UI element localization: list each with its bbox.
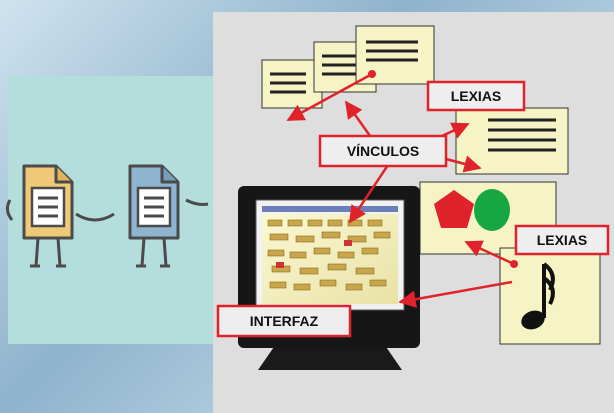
text-card-1 bbox=[261, 59, 323, 109]
arrow-to-card-1 bbox=[286, 72, 373, 122]
right-document-icon bbox=[128, 164, 209, 268]
shapes-card bbox=[419, 181, 557, 255]
label-lexias-top-text: LEXIAS bbox=[451, 88, 502, 104]
label-interfaz-text: INTERFAZ bbox=[250, 313, 319, 329]
label-vinculos: VÍNCULOS bbox=[318, 134, 448, 168]
label-interfaz: INTERFAZ bbox=[216, 304, 352, 338]
music-note-icon bbox=[521, 262, 555, 330]
left-document-icon bbox=[5, 164, 74, 268]
text-card-4 bbox=[455, 107, 569, 175]
label-lexias-right: LEXIAS bbox=[514, 224, 610, 256]
circle-icon bbox=[474, 189, 510, 231]
label-vinculos-text: VÍNCULOS bbox=[347, 143, 419, 159]
monitor-screen bbox=[262, 214, 398, 304]
pentagon-icon bbox=[434, 190, 474, 228]
handshake-arms bbox=[75, 212, 115, 222]
label-lexias-top: LEXIAS bbox=[426, 80, 526, 112]
arrow-interfaz-monitor bbox=[398, 280, 513, 308]
arrow-to-screen bbox=[348, 161, 392, 224]
monitor-icon bbox=[238, 186, 420, 370]
arrow-to-shapes bbox=[464, 240, 515, 266]
label-lexias-right-text: LEXIAS bbox=[537, 232, 588, 248]
link-dots bbox=[368, 70, 518, 268]
